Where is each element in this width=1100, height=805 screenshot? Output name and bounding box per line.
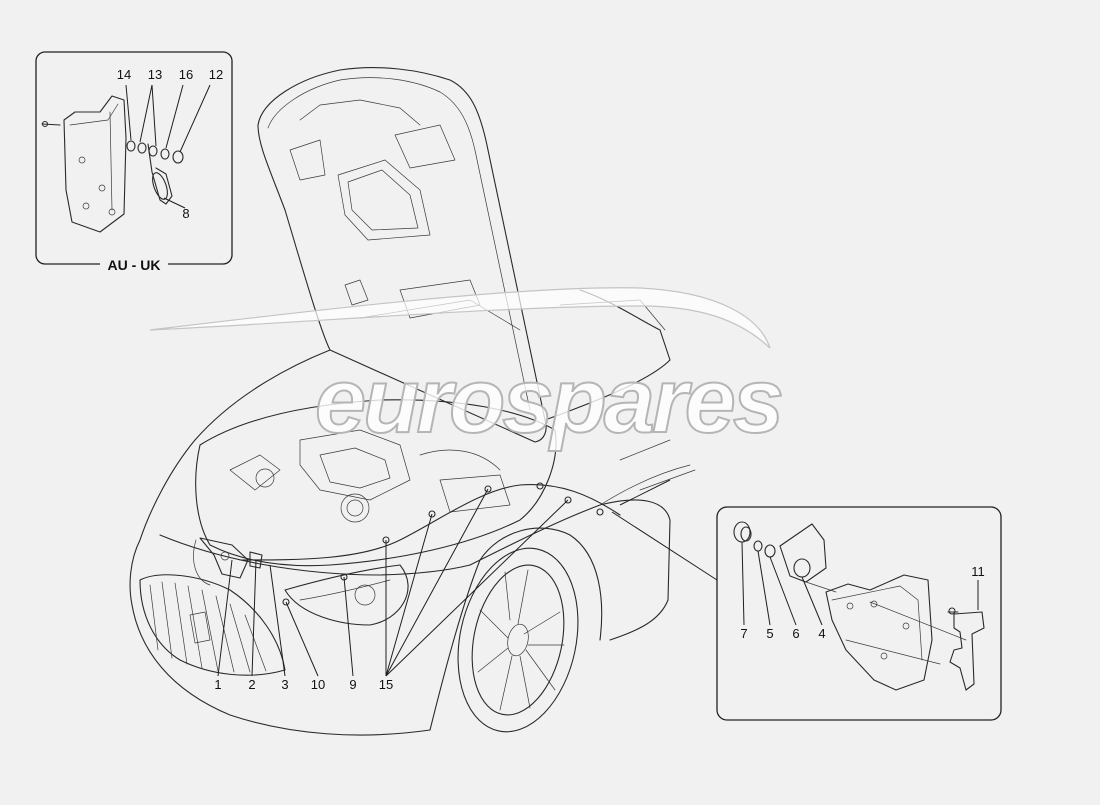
inset-au-uk: AU - UK 14 13 16 12 8: [35, 51, 233, 274]
callout-9: 9: [349, 677, 356, 692]
inset-hinge-detail: 7 5 6 4 11: [611, 479, 1002, 721]
callout-8: 8: [182, 206, 189, 221]
callout-2: 2: [248, 677, 255, 692]
callout-16: 16: [179, 67, 193, 82]
main-callouts: 1 2 3 10 9 15: [214, 488, 569, 692]
callout-10: 10: [311, 677, 325, 692]
callout-13: 13: [148, 67, 162, 82]
callout-5: 5: [766, 626, 773, 641]
callout-12: 12: [209, 67, 223, 82]
watermark-text: eurospares: [315, 350, 782, 452]
callout-4: 4: [818, 626, 825, 641]
callout-7: 7: [740, 626, 747, 641]
callout-14: 14: [117, 67, 131, 82]
callout-6: 6: [792, 626, 799, 641]
callout-11: 11: [971, 564, 985, 579]
callout-1: 1: [214, 677, 221, 692]
callout-3: 3: [281, 677, 288, 692]
watermark: eurospares: [149, 287, 786, 453]
inset-caption: AU - UK: [108, 257, 161, 273]
callout-15: 15: [379, 677, 393, 692]
